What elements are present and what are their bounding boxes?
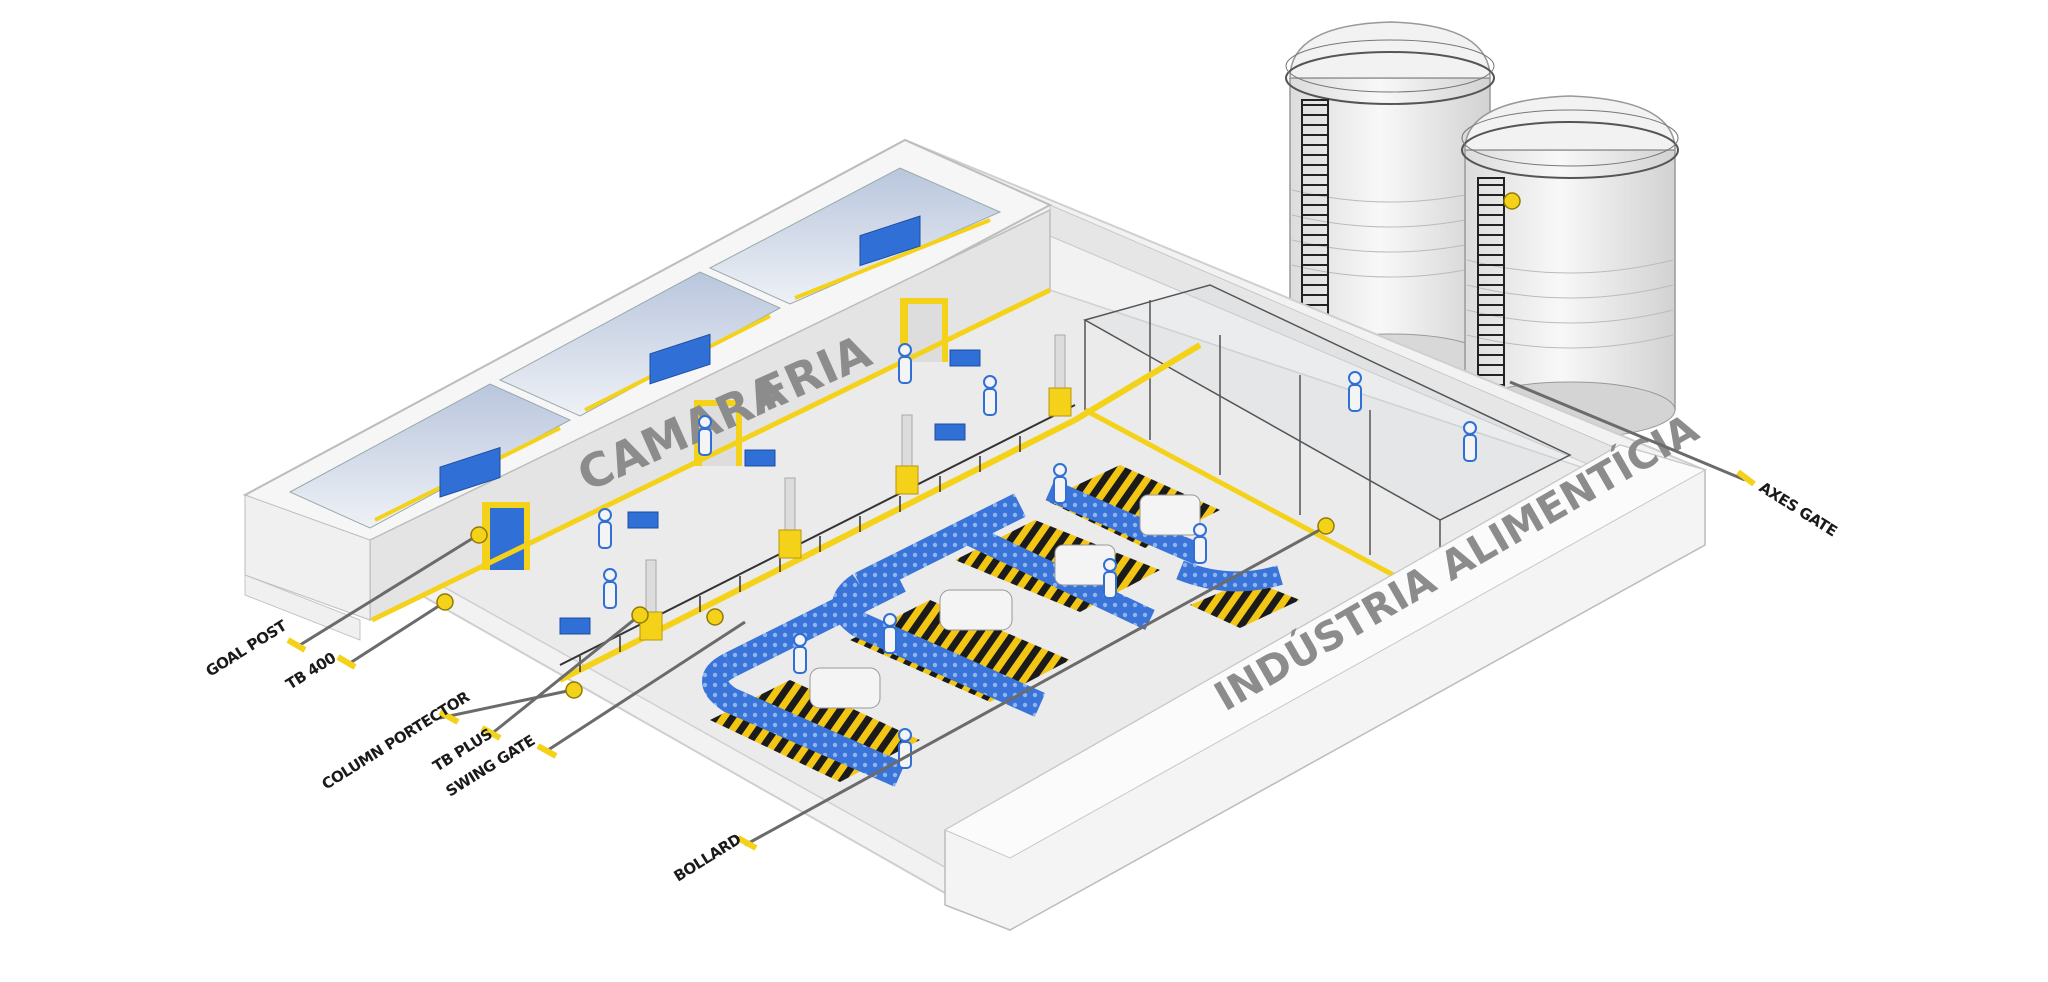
blue-pallets <box>559 349 981 635</box>
cold-room <box>242 138 1053 623</box>
partition-base-guard <box>1083 407 1442 603</box>
callout-lines <box>299 380 1746 847</box>
conveyor-line-4 <box>1045 465 1220 566</box>
front-walls <box>244 444 1707 931</box>
ladder-left <box>1301 99 1329 316</box>
callout-bollard: BOLLARD <box>671 830 745 885</box>
column-protector-3 <box>895 414 919 495</box>
callout-axes-gate: AXES GATE <box>1756 478 1841 540</box>
callout-ticks <box>286 469 1756 851</box>
callout-markers <box>436 192 1521 699</box>
conveyor-line-5 <box>1176 560 1300 628</box>
column-protector-4 <box>1048 334 1072 417</box>
workers <box>598 343 1477 769</box>
conveyor-line-2 <box>832 493 1070 717</box>
callout-goal-post: GOAL POST <box>203 616 291 680</box>
column-protector-2 <box>778 477 802 559</box>
callout-tb-400: TB 400 <box>283 649 339 694</box>
callout-column-protector: COLUMN PORTECTOR <box>319 687 474 793</box>
ladder-right <box>1477 177 1505 389</box>
cold-room-door-1 <box>482 502 530 570</box>
conveyor-line-1 <box>702 568 920 787</box>
